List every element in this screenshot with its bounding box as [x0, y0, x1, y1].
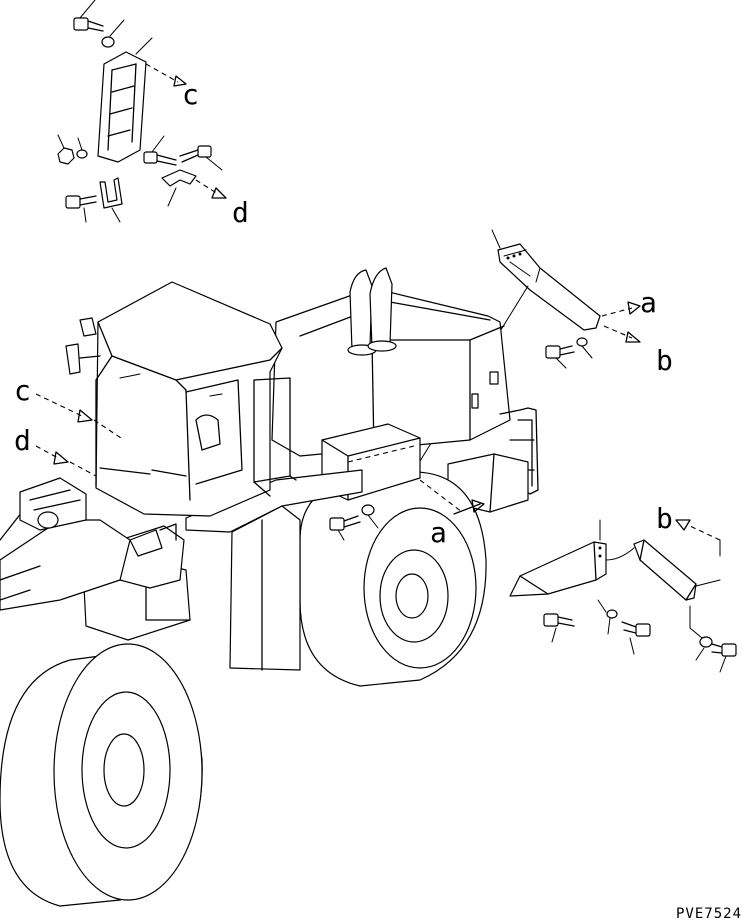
wheel-loader: [0, 267, 539, 907]
rear-bracket-part: [491, 229, 601, 331]
bolt-mid: [143, 135, 177, 166]
washer-left: [76, 137, 88, 159]
bolt-step-3: [711, 643, 737, 673]
bolt-top-left: [73, 0, 104, 32]
callout-c-machine: c: [14, 374, 31, 407]
callout-d-machine: d: [14, 424, 31, 457]
u-bracket: [99, 177, 123, 223]
bracket-small: [161, 169, 197, 207]
figure-code: PVE7524: [676, 906, 742, 922]
bolt-step-2: [621, 621, 651, 655]
nut-left: [57, 134, 75, 165]
callout-a-machine: a: [430, 516, 447, 549]
bolt-right: [179, 145, 223, 171]
front-tire: [0, 643, 203, 907]
rear-tire: [299, 471, 487, 687]
step-bracket-group: b: [509, 502, 737, 673]
front-frame: [0, 477, 191, 641]
callout-c-top: c: [182, 78, 199, 111]
ladder-part: [97, 37, 153, 163]
step-support-bracket: [633, 539, 721, 601]
washer-step: [597, 599, 618, 635]
washer-rear-bracket: [576, 337, 593, 359]
exhaust-stacks: [347, 267, 397, 356]
ladder-assembly-group: c d: [57, 0, 249, 229]
callout-b-bottom: b: [656, 502, 673, 535]
bolt-rear-bracket: [545, 345, 575, 369]
callout-a-right: a: [640, 286, 657, 319]
operator-cab: [65, 281, 297, 517]
washer-step-2: [689, 605, 713, 661]
washer-top-left: [101, 19, 125, 48]
bolt-bottom-left: [65, 195, 97, 223]
bolt-on-machine: [329, 504, 379, 541]
bolt-step-1: [543, 613, 575, 643]
fender-deck: [185, 469, 363, 671]
callout-b-right: b: [656, 344, 673, 377]
step-part: [509, 519, 607, 597]
rear-bracket-group: a b: [395, 229, 673, 501]
callout-d-top: d: [232, 196, 249, 229]
